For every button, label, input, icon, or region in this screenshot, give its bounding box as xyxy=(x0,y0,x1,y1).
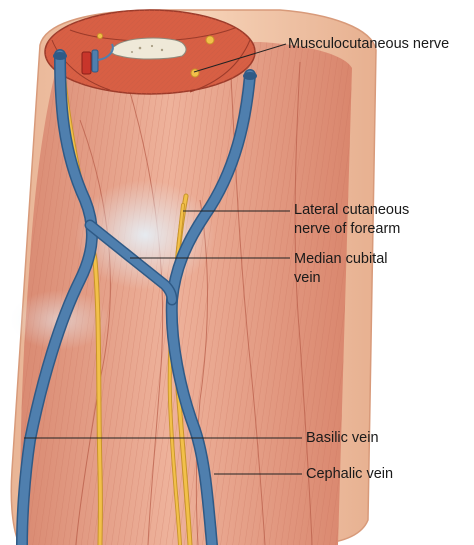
nerve-section-1 xyxy=(205,35,215,45)
label-lateral-cutaneous-line2: nerve of forearm xyxy=(294,221,401,237)
label-basilic-vein: Basilic vein xyxy=(306,430,379,446)
leader-lines xyxy=(24,43,302,475)
label-median-cubital-line2: vein xyxy=(294,270,321,286)
label-lateral-cutaneous-line1: Lateral cutaneous xyxy=(294,202,410,218)
brachial-artery xyxy=(81,51,92,75)
leader-musculocutaneous xyxy=(193,43,287,73)
label-median-cubital-vein: Median cubital vein xyxy=(294,250,388,288)
label-cephalic-vein: Cephalic vein xyxy=(306,466,394,482)
cross-section xyxy=(44,9,256,95)
label-lateral-cutaneous-nerve: Lateral cutaneous nerve of forearm xyxy=(294,201,409,239)
humerus-bone xyxy=(110,37,187,60)
label-median-cubital-line1: Median cubital xyxy=(294,251,388,267)
veins xyxy=(16,49,257,545)
nerve-section-2 xyxy=(190,68,200,78)
label-musculocutaneous-nerve: Musculocutaneous nerve xyxy=(288,36,450,52)
